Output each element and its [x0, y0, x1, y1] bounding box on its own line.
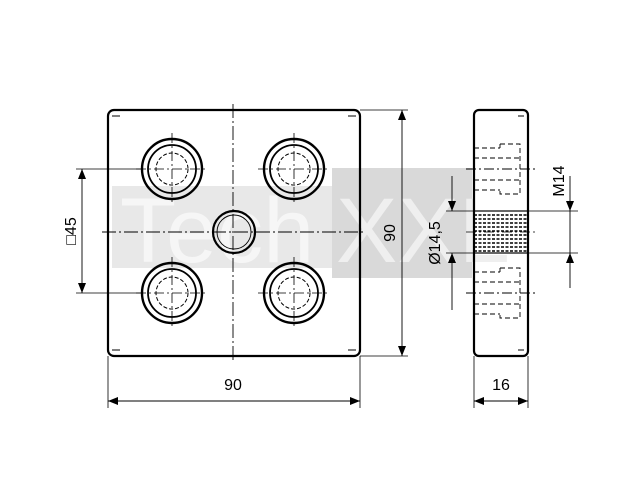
- side-dimensions: [446, 176, 578, 408]
- hole-bottom-right: [258, 257, 330, 329]
- front-view: [102, 104, 366, 362]
- dim-bore-diameter: Ø14,5: [427, 221, 444, 265]
- side-counterbore-bottom: [466, 267, 536, 319]
- side-thread: [466, 210, 536, 254]
- corner-marks: [112, 115, 356, 351]
- side-view: [466, 108, 536, 358]
- dim-side-thickness: 16: [492, 377, 510, 394]
- hole-top-right: [258, 133, 330, 205]
- front-dimensions: [76, 109, 408, 408]
- dim-hole-spacing: □45: [63, 217, 80, 245]
- hole-center: [211, 209, 257, 255]
- dim-front-height: 90: [382, 224, 399, 242]
- plate-outline: [106, 108, 362, 358]
- dim-front-width: 90: [224, 377, 242, 394]
- dim-thread: M14: [551, 165, 568, 196]
- side-counterbore-top: [466, 143, 536, 195]
